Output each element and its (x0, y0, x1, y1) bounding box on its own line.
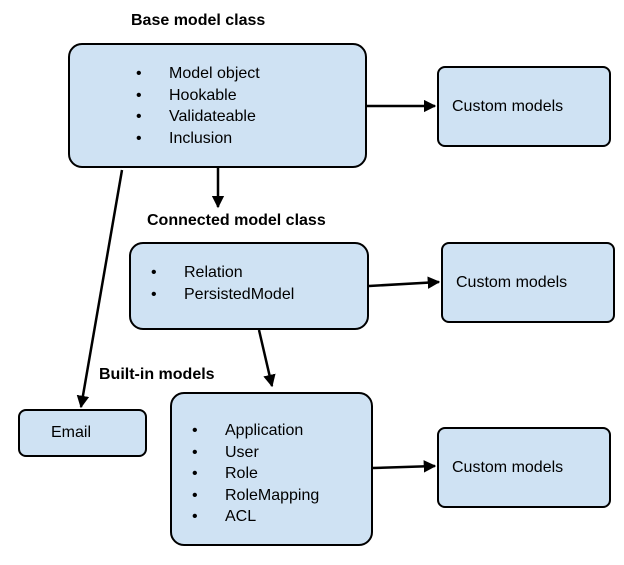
base-model-class-box: Model object Hookable Validateable Inclu… (68, 43, 367, 168)
connected-custom-models-box: Custom models (441, 242, 615, 323)
builtin-custom-models-box: Custom models (437, 427, 611, 508)
built-in-model-items: Application User Role RoleMapping ACL (192, 420, 319, 528)
connected-item-persistedmodel: PersistedModel (151, 284, 294, 306)
builtin-item-role: Role (192, 463, 319, 485)
connected-custom-models-label: Custom models (456, 274, 568, 291)
connected-model-class-title: Connected model class (147, 212, 326, 229)
base-item-validateable: Validateable (136, 106, 260, 128)
email-box: Email (18, 409, 147, 457)
builtin-item-user: User (192, 442, 319, 464)
builtin-item-application: Application (192, 420, 319, 442)
base-model-class-title: Base model class (131, 12, 266, 29)
connected-model-items: Relation PersistedModel (151, 262, 294, 305)
base-model-items: Model object Hookable Validateable Inclu… (136, 63, 260, 149)
base-item-inclusion: Inclusion (136, 128, 260, 150)
builtin-item-acl: ACL (192, 506, 319, 528)
connected-item-relation: Relation (151, 262, 294, 284)
arrow-base-to-email (76, 169, 124, 409)
base-custom-models-label: Custom models (452, 98, 564, 115)
arrow-builtin-to-custom (372, 460, 437, 473)
base-item-hookable: Hookable (136, 85, 260, 107)
built-in-models-box: Application User Role RoleMapping ACL (170, 392, 373, 546)
builtin-item-rolemapping: RoleMapping (192, 485, 319, 507)
base-custom-models-box: Custom models (437, 66, 611, 147)
email-label: Email (51, 424, 92, 441)
arrow-connected-to-builtin (257, 329, 276, 388)
builtin-custom-models-label: Custom models (452, 459, 564, 476)
base-item-model-object: Model object (136, 63, 260, 85)
connected-model-class-box: Relation PersistedModel (129, 242, 369, 330)
arrow-connected-to-custom (368, 276, 441, 289)
built-in-models-title: Built-in models (99, 366, 215, 383)
